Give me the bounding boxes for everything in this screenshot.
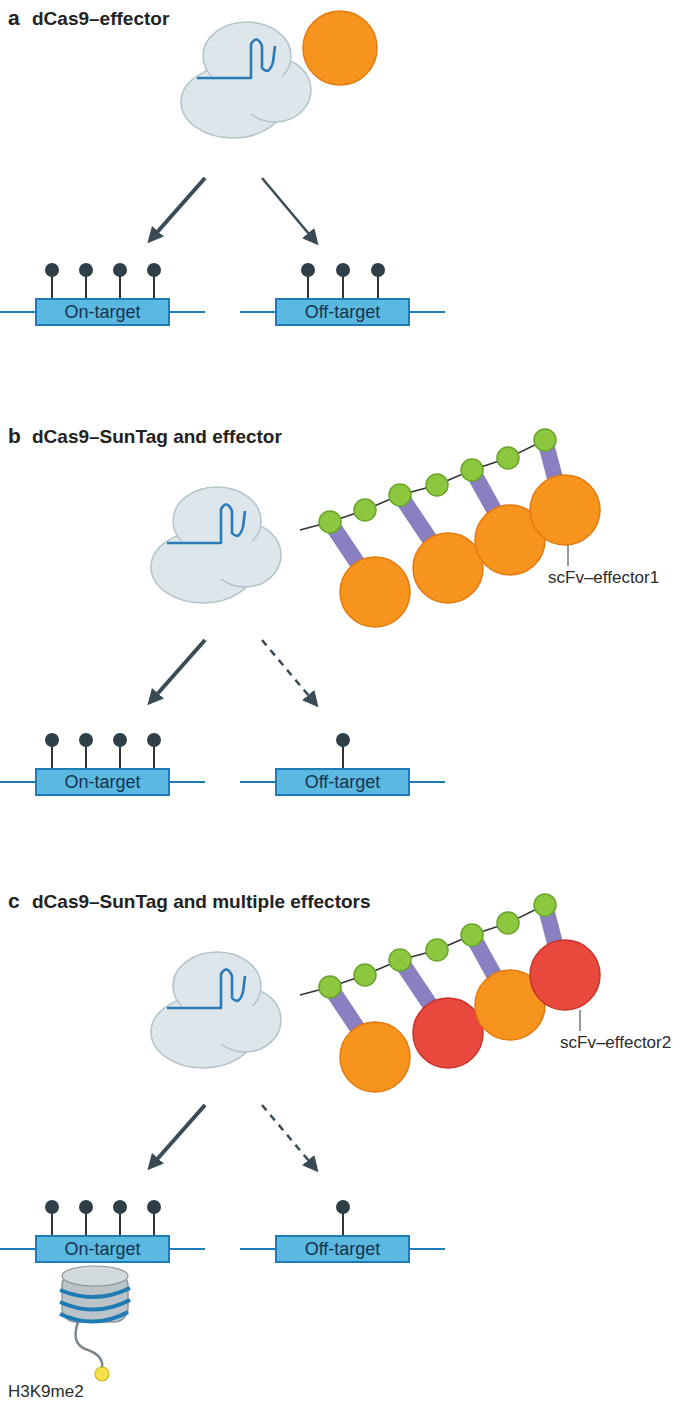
locus-text: On-target	[64, 772, 140, 793]
locus-text: Off-target	[305, 302, 381, 323]
target-locus-box: Off-target	[275, 1235, 410, 1263]
histone-mark-label: H3K9me2	[8, 1382, 84, 1402]
panel-letter: c	[8, 889, 20, 913]
target-locus-box: On-target	[35, 768, 170, 796]
target-locus-box: Off-target	[275, 298, 410, 326]
panel-title: dCas9–SunTag and multiple effectors	[32, 891, 371, 913]
panel-letter: b	[8, 424, 21, 448]
target-locus-box: Off-target	[275, 768, 410, 796]
panel-title: dCas9–SunTag and effector	[32, 426, 282, 448]
locus-text: On-target	[64, 302, 140, 323]
locus-text: Off-target	[305, 1239, 381, 1260]
effector-label: scFv–effector1	[548, 568, 659, 588]
panel-title: dCas9–effector	[32, 8, 169, 30]
effector-label: scFv–effector2	[560, 1033, 671, 1053]
target-locus-box: On-target	[35, 1235, 170, 1263]
panel-letter: a	[8, 6, 20, 30]
target-locus-box: On-target	[35, 298, 170, 326]
locus-text: On-target	[64, 1239, 140, 1260]
locus-text: Off-target	[305, 772, 381, 793]
